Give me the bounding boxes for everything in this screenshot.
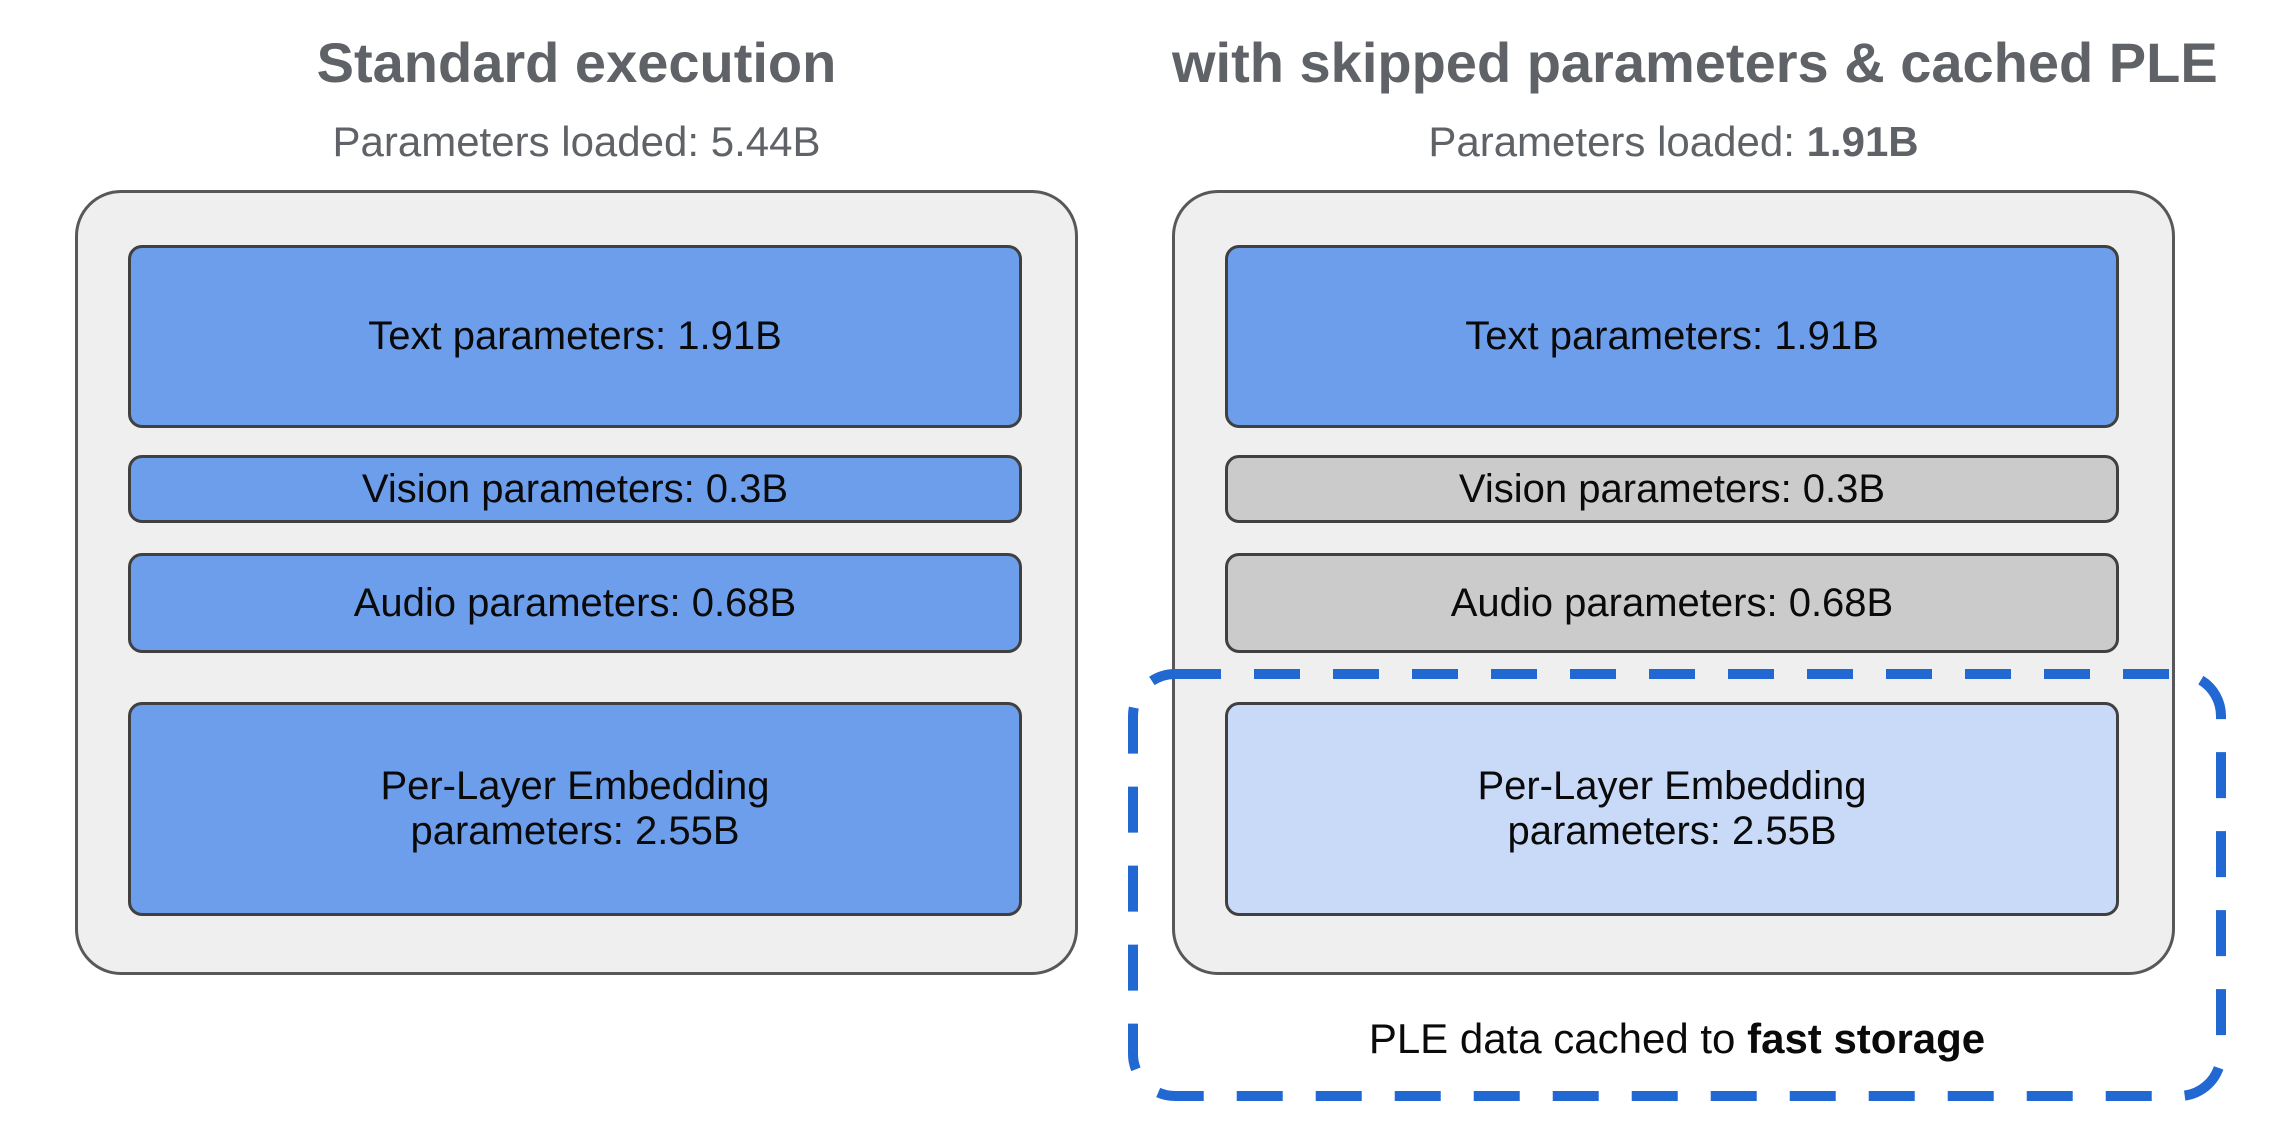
right-panel-title: with skipped parameters & cached PLE xyxy=(1172,31,2218,94)
right-params-loaded-value: 1.91B xyxy=(1806,118,1919,165)
left-params-loaded-label: Parameters loaded: xyxy=(332,118,711,165)
right-vision-parameters-box: Vision parameters: 0.3B xyxy=(1225,455,2119,523)
right-ple-parameters-box: Per-Layer Embedding parameters: 2.55B xyxy=(1225,702,2119,916)
right-params-loaded-label: Parameters loaded: xyxy=(1428,118,1807,165)
ple-cache-caption: PLE data cached to fast storage xyxy=(1127,1012,2227,1066)
left-panel-title: Standard execution xyxy=(316,31,837,94)
left-panel-subtitle: Parameters loaded: 5.44B xyxy=(75,114,1078,170)
left-vision-parameters-box: Vision parameters: 0.3B xyxy=(128,455,1022,523)
left-text-parameters-box: Text parameters: 1.91B xyxy=(128,245,1022,428)
right-model-container: Text parameters: 1.91B Vision parameters… xyxy=(1172,190,2175,975)
ple-cache-caption-bold: fast storage xyxy=(1747,1015,1986,1062)
left-audio-parameters-box: Audio parameters: 0.68B xyxy=(128,553,1022,653)
ple-cache-caption-prefix: PLE data cached to xyxy=(1368,1015,1748,1062)
right-text-parameters-box: Text parameters: 1.91B xyxy=(1225,245,2119,428)
right-panel-subtitle: Parameters loaded: 1.91B xyxy=(1172,114,2175,170)
right-audio-parameters-box: Audio parameters: 0.68B xyxy=(1225,553,2119,653)
left-params-loaded-value: 5.44B xyxy=(710,118,821,165)
left-model-container: Text parameters: 1.91B Vision parameters… xyxy=(75,190,1078,975)
left-ple-parameters-box: Per-Layer Embedding parameters: 2.55B xyxy=(128,702,1022,916)
